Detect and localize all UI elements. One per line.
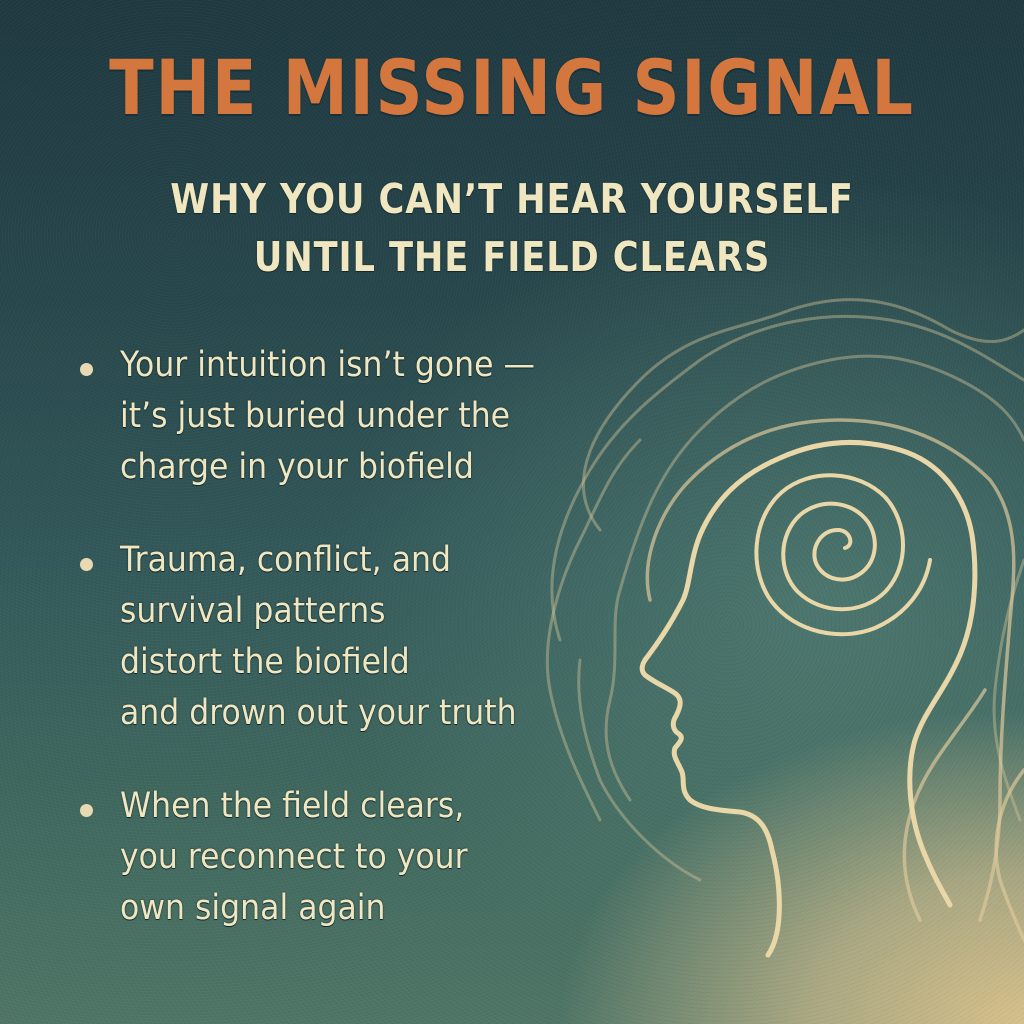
subtitle-line-2: UNTIL THE FIELD CLEARS (253, 233, 771, 281)
bullet-dot-icon (80, 804, 93, 817)
bullet-dot-icon (80, 558, 93, 571)
bullet-line: it’s just buried under the (120, 396, 511, 436)
poster-title: THE MISSING SIGNAL (109, 43, 915, 132)
bullet-list: Your intuition isn’t gone — it’s just bu… (76, 340, 596, 976)
poster-subtitle: WHY YOU CAN’T HEAR YOURSELF UNTIL THE FI… (72, 170, 953, 286)
bullet-item-intuition: Your intuition isn’t gone — it’s just bu… (76, 340, 596, 493)
subtitle-line-1: WHY YOU CAN’T HEAR YOURSELF (170, 175, 854, 223)
field-wave-lines (545, 298, 1024, 882)
bullet-line: distort the biofield (120, 642, 410, 682)
bullet-line: own signal again (120, 888, 386, 928)
bullet-item-trauma: Trauma, conflict, and survival patterns … (76, 535, 596, 739)
bullet-text: Your intuition isn’t gone — it’s just bu… (120, 340, 548, 493)
bullet-line: charge in your biofield (120, 447, 474, 487)
bullet-dot-icon (80, 363, 93, 376)
bullet-line: When the field clears, (120, 786, 465, 826)
bullet-line: survival patterns (120, 591, 386, 631)
bullet-text: Trauma, conflict, and survival patterns … (120, 535, 548, 739)
bullet-line: you reconnect to your (120, 837, 468, 877)
bullet-line: and drown out your truth (120, 693, 517, 733)
bullet-text: When the field clears, you reconnect to … (120, 781, 548, 934)
bullet-item-field-clears: When the field clears, you reconnect to … (76, 781, 596, 934)
bullet-line: Trauma, conflict, and (120, 540, 451, 580)
bullet-line: Your intuition isn’t gone — (120, 345, 536, 385)
